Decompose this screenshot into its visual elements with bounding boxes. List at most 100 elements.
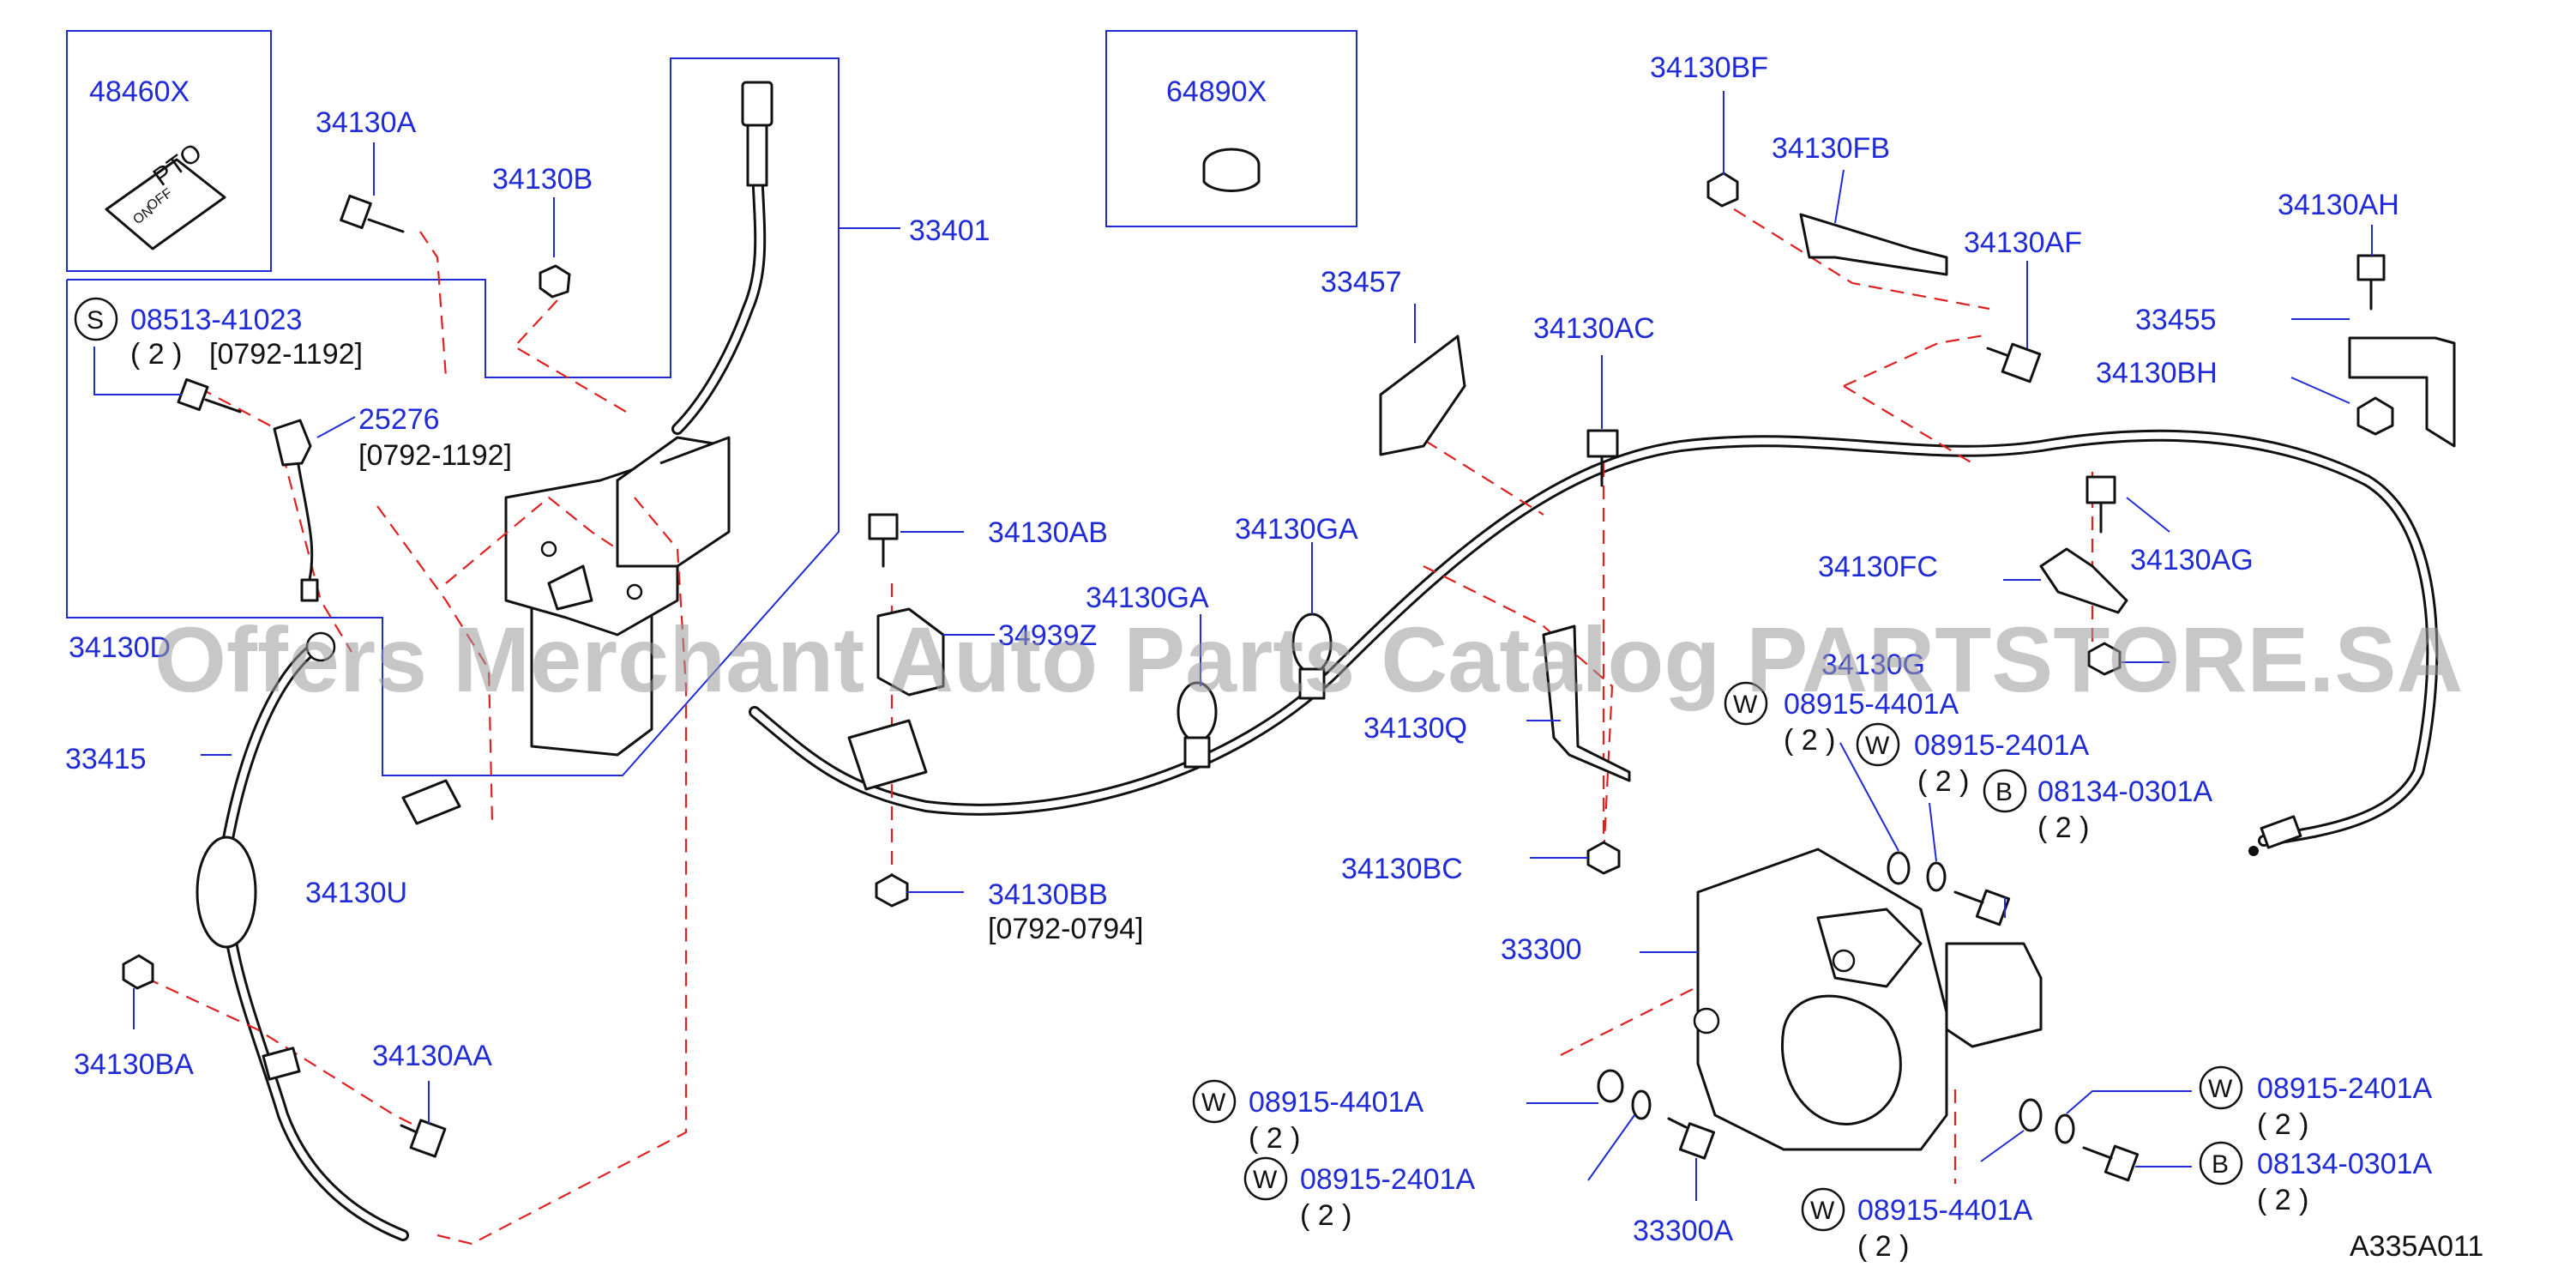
watermark: Offers Merchant Auto Parts Catalog PARTS…: [154, 607, 2463, 711]
nut-34130bc: [1586, 841, 1621, 875]
clip-34130u: [401, 779, 461, 825]
range-34130bb: [0792-0794]: [988, 913, 1144, 945]
nut-34130bh: [2356, 396, 2394, 436]
clip-34130d: [305, 631, 336, 662]
washer-2: [1926, 861, 1947, 892]
label-34130u: 34130U: [305, 877, 407, 909]
cable-boot: [196, 836, 257, 949]
label-34130ga-2: 34130GA: [1235, 513, 1358, 546]
bolt-symbol-2: B: [2212, 1150, 2229, 1179]
bolt-34130ag: [2085, 475, 2116, 534]
screw-symbol-circle: [74, 297, 118, 341]
label-08915-4401a-3: 08915-4401A: [1857, 1194, 2033, 1227]
bracket-33457: [1379, 335, 1466, 456]
label-08513-41023: 08513-41023: [130, 304, 302, 336]
label-48460x: 48460X: [89, 75, 190, 108]
washer-6: [2055, 1113, 2075, 1144]
switch-25276: [273, 419, 319, 602]
bracket-34939z: [876, 607, 945, 697]
cable-end-ball: [2248, 846, 2259, 856]
washer-symbol-2: W: [1865, 732, 1890, 760]
label-33300: 33300: [1501, 933, 1582, 966]
part-labels: 48460X 64890X 34130A 34130B 33401 08513-…: [65, 51, 2483, 1263]
bracket-34130fb: [1799, 213, 1948, 276]
label-34130ba: 34130BA: [74, 1048, 194, 1081]
washer-symbol-1: W: [1733, 691, 1758, 719]
label-08915-2401a-3: 08915-2401A: [2257, 1072, 2433, 1105]
control-lever-assembly: [504, 436, 731, 757]
label-08915-4401a-2: 08915-4401A: [1249, 1086, 1424, 1119]
cable-grommet: [847, 719, 928, 791]
washer-3: [1597, 1069, 1624, 1103]
label-34130ag: 34130AG: [2130, 544, 2254, 576]
cable-end-fitting: [741, 81, 773, 127]
washer-symbol-3: W: [1201, 1089, 1226, 1117]
bolt-08134-b: [2082, 1144, 2140, 1182]
bolt-34130aa: [400, 1119, 447, 1158]
qty-08915-4401a-2: ( 2 ): [1249, 1122, 1300, 1155]
bolt-08134-a: [1953, 889, 2011, 926]
label-34130d: 34130D: [69, 631, 171, 664]
bracket-34130q: [1542, 624, 1631, 782]
screw-08513: [177, 377, 242, 413]
bolt-33300a: [1667, 1117, 1716, 1160]
washer-symbol-5: W: [1810, 1197, 1835, 1225]
washer-5: [2019, 1098, 2043, 1132]
label-34130bb: 34130BB: [988, 878, 1108, 911]
label-34130ga-1: 34130GA: [1086, 582, 1209, 614]
washer-4: [1631, 1089, 1652, 1120]
label-34130fc: 34130FC: [1818, 551, 1938, 583]
assembly-dashed-lines: [145, 196, 2094, 1246]
symbol-markers: S W W B W W W W B: [74, 297, 2243, 1232]
label-34130ac: 34130AC: [1533, 312, 1655, 345]
label-64890x: 64890X: [1166, 75, 1267, 108]
label-33415: 33415: [65, 743, 147, 775]
bolt-34130af: [1986, 342, 2042, 383]
label-08915-4401a-1: 08915-4401A: [1784, 688, 1959, 721]
nut-34130b: [539, 264, 571, 299]
label-33300a: 33300A: [1633, 1215, 1734, 1247]
bolt-symbol-1: B: [1995, 778, 2013, 806]
inset-box-48460x: [66, 30, 272, 272]
nut-34130bb: [875, 873, 909, 908]
screw-symbol: S: [87, 306, 104, 335]
qty-08134-0301a-2: ( 2 ): [2257, 1184, 2308, 1216]
label-33455: 33455: [2135, 304, 2217, 336]
qty-08915-4401a-3: ( 2 ): [1857, 1230, 1909, 1263]
range-25276: [0792-1192]: [358, 439, 512, 472]
label-08915-2401a-2: 08915-2401A: [1300, 1163, 1476, 1196]
label-34939z: 34939Z: [998, 619, 1097, 652]
bracket-33455: [2348, 336, 2456, 448]
label-33401: 33401: [909, 214, 990, 247]
label-08915-2401a-1: 08915-2401A: [1914, 729, 2090, 762]
label-34130bh: 34130BH: [2096, 357, 2218, 389]
qty-08915-2401a-1: ( 2 ): [1917, 765, 1969, 798]
qty-08915-4401a-1: ( 2 ): [1784, 724, 1835, 757]
label-34130ah: 34130AH: [2278, 189, 2399, 221]
label-34130q: 34130Q: [1363, 712, 1467, 745]
cable-clamp: [262, 1047, 301, 1081]
plug-64890x: [1202, 148, 1261, 192]
cable-33415: [218, 641, 409, 1241]
inset-box-64890x: [1105, 30, 1357, 227]
label-34130aa: 34130AA: [372, 1040, 492, 1072]
qty-08134-0301a-1: ( 2 ): [2037, 811, 2089, 844]
bolt-34130ac: [1586, 429, 1619, 487]
pto-unit-33300: [1693, 848, 2043, 1151]
washer-symbol-6: W: [2208, 1075, 2233, 1103]
qty-08915-2401a-2: ( 2 ): [1300, 1199, 1351, 1232]
label-08134-0301a-2: 08134-0301A: [2257, 1148, 2433, 1180]
clamp-34130fc: [2039, 547, 2128, 614]
nut-34130bf: [1706, 172, 1739, 208]
group-frame-left: [66, 225, 840, 776]
label-34130g: 34130G: [1821, 649, 1925, 681]
label-34130b: 34130B: [492, 163, 593, 196]
label-34130bc: 34130BC: [1341, 853, 1463, 885]
label-33457: 33457: [1321, 266, 1402, 299]
bolt-34130ah: [2356, 254, 2386, 311]
range-08513: [0792-1192]: [209, 338, 363, 371]
label-34130fb: 34130FB: [1772, 132, 1890, 165]
nut-34130g: [2087, 642, 2122, 676]
nut-34130ba: [122, 954, 154, 990]
